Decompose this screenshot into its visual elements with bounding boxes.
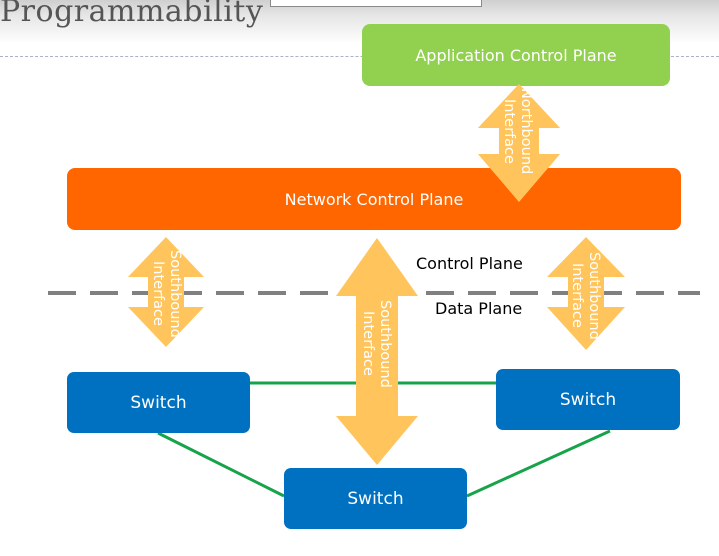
control-plane-label: Control Plane	[416, 254, 523, 273]
northbound-interface-label: Northbound Interface	[500, 88, 534, 174]
switch-bottom: Switch	[284, 468, 467, 529]
southbound-interface-label-left: Southbound Interface	[149, 250, 183, 338]
slide-title: Programmability	[0, 0, 264, 29]
title-tab-decoration	[270, 0, 482, 7]
southbound-right-line2: Interface	[569, 263, 585, 329]
northbound-label-line1: Northbound	[518, 88, 534, 175]
data-plane-label: Data Plane	[435, 299, 523, 318]
southbound-center-line1: Southbound	[377, 300, 393, 388]
southbound-right-line1: Southbound	[586, 252, 602, 340]
title-divider	[0, 56, 719, 57]
link-left-bottom	[157, 431, 285, 498]
southbound-arrow-right	[547, 237, 625, 350]
switch-right: Switch	[496, 369, 680, 430]
application-control-plane: Application Control Plane	[362, 24, 670, 86]
southbound-center-line2: Interface	[360, 311, 376, 377]
southbound-interface-label-center: Southbound Interface	[359, 300, 393, 388]
southbound-left-line2: Interface	[150, 261, 166, 327]
southbound-arrow-left	[128, 237, 204, 347]
switch-left: Switch	[67, 372, 250, 433]
network-control-plane: Network Control Plane	[67, 168, 681, 230]
link-right-bottom	[466, 429, 611, 498]
southbound-interface-label-right: Southbound Interface	[568, 252, 602, 340]
southbound-left-line1: Southbound	[167, 250, 183, 338]
southbound-arrow-center	[336, 238, 418, 465]
northbound-label-line2: Interface	[501, 98, 517, 164]
